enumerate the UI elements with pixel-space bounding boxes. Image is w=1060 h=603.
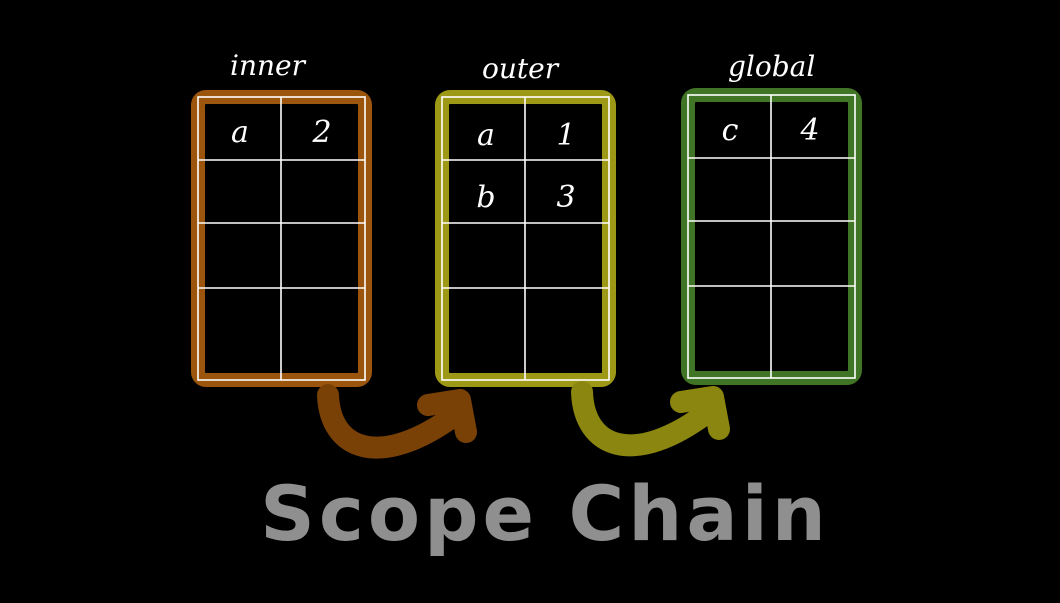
cell-outer-0-value: 1 <box>556 118 575 153</box>
diagram-title: Scope Chain <box>260 469 830 558</box>
cell-outer-1-name: b <box>476 180 495 215</box>
scope-table-outer: outer a 1 b 3 <box>435 52 616 387</box>
cell-outer-1-value: 3 <box>556 180 575 215</box>
arrow-outer-to-global <box>571 381 730 457</box>
cell-outer-0-name: a <box>477 118 495 153</box>
scope-label-outer: outer <box>482 52 560 85</box>
cell-inner-0-value: 2 <box>311 115 331 150</box>
scope-label-global: global <box>728 50 815 83</box>
arrow-inner-to-outer <box>317 384 477 459</box>
cell-global-0-name: c <box>722 113 739 148</box>
cell-global-0-value: 4 <box>799 113 819 148</box>
grid-global <box>687 94 856 379</box>
grid-inner <box>197 96 366 381</box>
cell-inner-0-name: a <box>231 115 249 150</box>
scope-label-inner: inner <box>230 49 307 82</box>
scope-table-global: global c 4 <box>681 50 862 385</box>
scope-table-inner: inner a 2 <box>191 49 372 387</box>
grid-outer <box>441 96 610 381</box>
